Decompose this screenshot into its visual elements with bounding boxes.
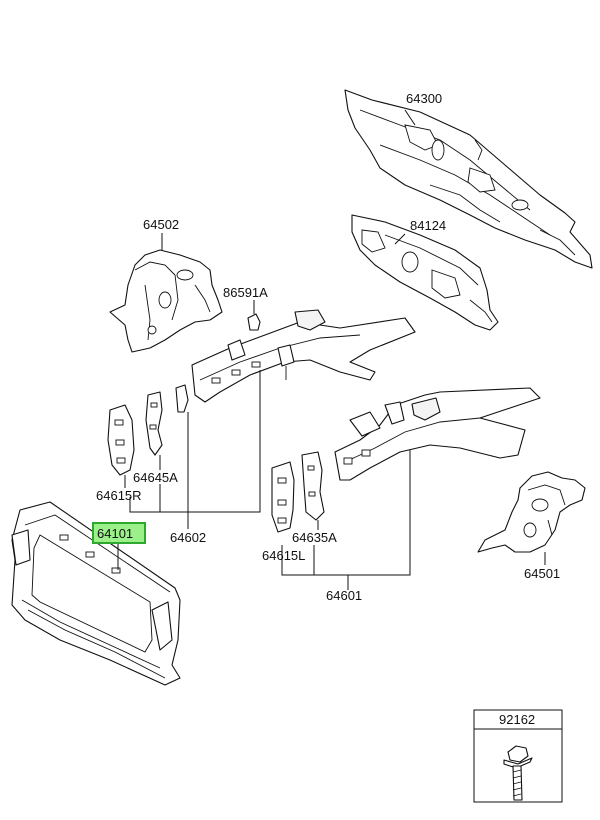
part-64601-front-side-member-lh[interactable] [334,387,541,481]
inset-92162[interactable]: 92162 [473,709,563,803]
part-64602-front-side-member-rh[interactable] [191,309,416,403]
part-64501-fender-apron-rh[interactable] [477,471,586,553]
label-64635A[interactable]: 64635A [292,530,337,545]
label-92162[interactable]: 92162 [499,712,535,727]
highlight-box-64101 [92,522,146,544]
part-64615R-reinforcement-rh[interactable] [107,404,135,476]
label-64615R[interactable]: 64615R [96,488,142,503]
label-84124[interactable]: 84124 [410,218,446,233]
label-64601[interactable]: 64601 [326,588,362,603]
part-84124-dash-insulator[interactable] [351,214,499,331]
part-64615L-reinforcement-lh[interactable] [271,461,295,533]
part-64635A-bracket-lh[interactable] [301,451,325,521]
label-64300[interactable]: 64300 [406,91,442,106]
part-labels: 64300 84124 64502 86591A 64645A 64615R 6… [92,91,560,603]
part-64101-front-panel[interactable] [11,501,181,686]
label-64602[interactable]: 64602 [170,530,206,545]
label-64101[interactable]: 64101 [97,526,133,541]
leader-lines [117,109,546,590]
label-64501[interactable]: 64501 [524,566,560,581]
label-64645A[interactable]: 64645A [133,470,178,485]
label-64615L[interactable]: 64615L [262,548,305,563]
label-86591A[interactable]: 86591A [223,285,268,300]
part-64502-fender-apron-lh[interactable] [109,249,223,353]
part-64300-dash-panel[interactable] [344,89,593,269]
part-64645A-bracket-rh[interactable] [145,384,189,456]
label-64502[interactable]: 64502 [143,217,179,232]
flange-bolt-icon [503,745,533,801]
